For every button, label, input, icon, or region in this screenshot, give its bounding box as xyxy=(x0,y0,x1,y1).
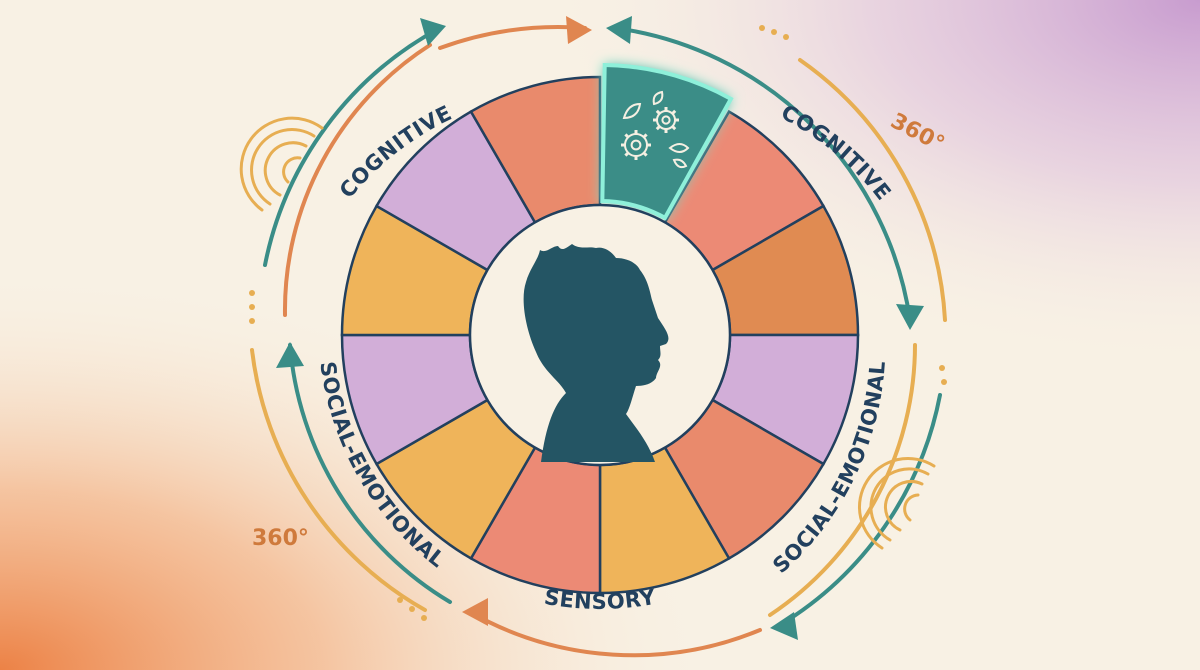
arrowheads xyxy=(276,16,924,640)
arrow-arc-right-lower-gold xyxy=(768,343,917,617)
wheel-segment-highlighted xyxy=(600,63,734,221)
arrowhead-bottom-right xyxy=(770,612,798,640)
outer-cycle-arrows xyxy=(250,24,947,658)
arrowhead-right xyxy=(896,304,924,330)
arrowhead-bottom-left xyxy=(462,598,488,626)
label-360-left: 360° xyxy=(252,526,309,551)
arrow-arc-bottom-orange xyxy=(468,610,762,658)
arrow-arc-left-outer-teal xyxy=(263,26,442,267)
fingerprint-right-icon xyxy=(857,456,936,550)
wheel-segments xyxy=(340,63,860,595)
arrowhead-top-center xyxy=(566,16,592,44)
arrow-arc-right-teal xyxy=(613,26,912,322)
child-profile-silhouette-icon xyxy=(523,244,669,462)
gears-leaves-icon xyxy=(621,90,690,169)
fingerprint-left-icon xyxy=(239,116,324,212)
arrow-arc-left-upper xyxy=(282,43,432,317)
arrowhead-top-right xyxy=(606,16,632,44)
arrowhead-top-left xyxy=(420,18,446,46)
arrow-arc-right-gold xyxy=(798,58,947,322)
arrowhead-left xyxy=(276,342,304,368)
arrow-arc-right-lower-teal xyxy=(778,393,942,627)
dotted-accents xyxy=(249,25,947,621)
arrow-arc-left-lower-gold xyxy=(250,348,427,612)
arrow-arc-left-lower-teal xyxy=(288,343,452,604)
